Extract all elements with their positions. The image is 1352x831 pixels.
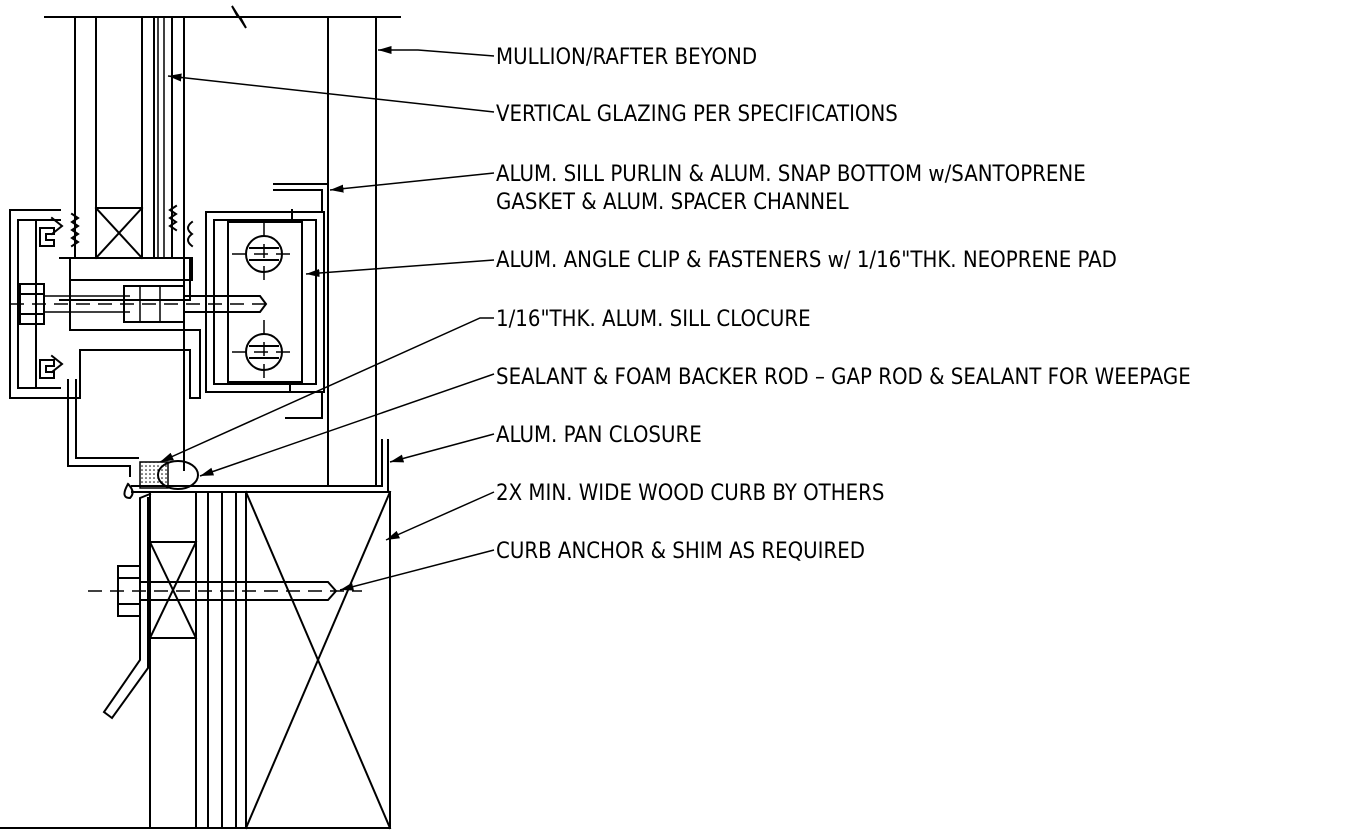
sill-purlin (205, 183, 329, 419)
sealant-backer-rod (123, 460, 199, 500)
vertical-glazing (69, 16, 193, 281)
label-pan-closure: ALUM. PAN CLOSURE (496, 423, 702, 448)
mullion-rafter (327, 16, 377, 487)
label-sill-purlin-line2: GASKET & ALUM. SPACER CHANNEL (496, 190, 849, 215)
sill-closure (67, 16, 185, 477)
label-mullion: MULLION/RAFTER BEYOND (496, 45, 757, 70)
label-sill-closure: 1/16"THK. ALUM. SILL CLOCURE (496, 307, 811, 332)
label-curb-anchor: CURB ANCHOR & SHIM AS REQUIRED (496, 539, 865, 564)
label-glazing: VERTICAL GLAZING PER SPECIFICATIONS (496, 102, 898, 127)
pan-closure (131, 439, 389, 493)
glazing-gaskets (70, 204, 194, 248)
break-line (44, 5, 401, 29)
callout-labels: MULLION/RAFTER BEYOND VERTICAL GLAZING P… (496, 45, 1191, 564)
label-angle-clip: ALUM. ANGLE CLIP & FASTENERS w/ 1/16"THK… (496, 248, 1117, 273)
wood-curb (0, 490, 392, 830)
leaders (159, 45, 495, 591)
label-sill-purlin: ALUM. SILL PURLIN & ALUM. SNAP BOTTOM w/… (496, 162, 1086, 187)
label-sealant: SEALANT & FOAM BACKER ROD – GAP ROD & SE… (496, 365, 1191, 390)
curb-anchor (88, 492, 362, 720)
label-wood-curb: 2X MIN. WIDE WOOD CURB BY OTHERS (496, 481, 884, 506)
cap-bolt (10, 283, 270, 325)
angle-clip (227, 221, 303, 384)
